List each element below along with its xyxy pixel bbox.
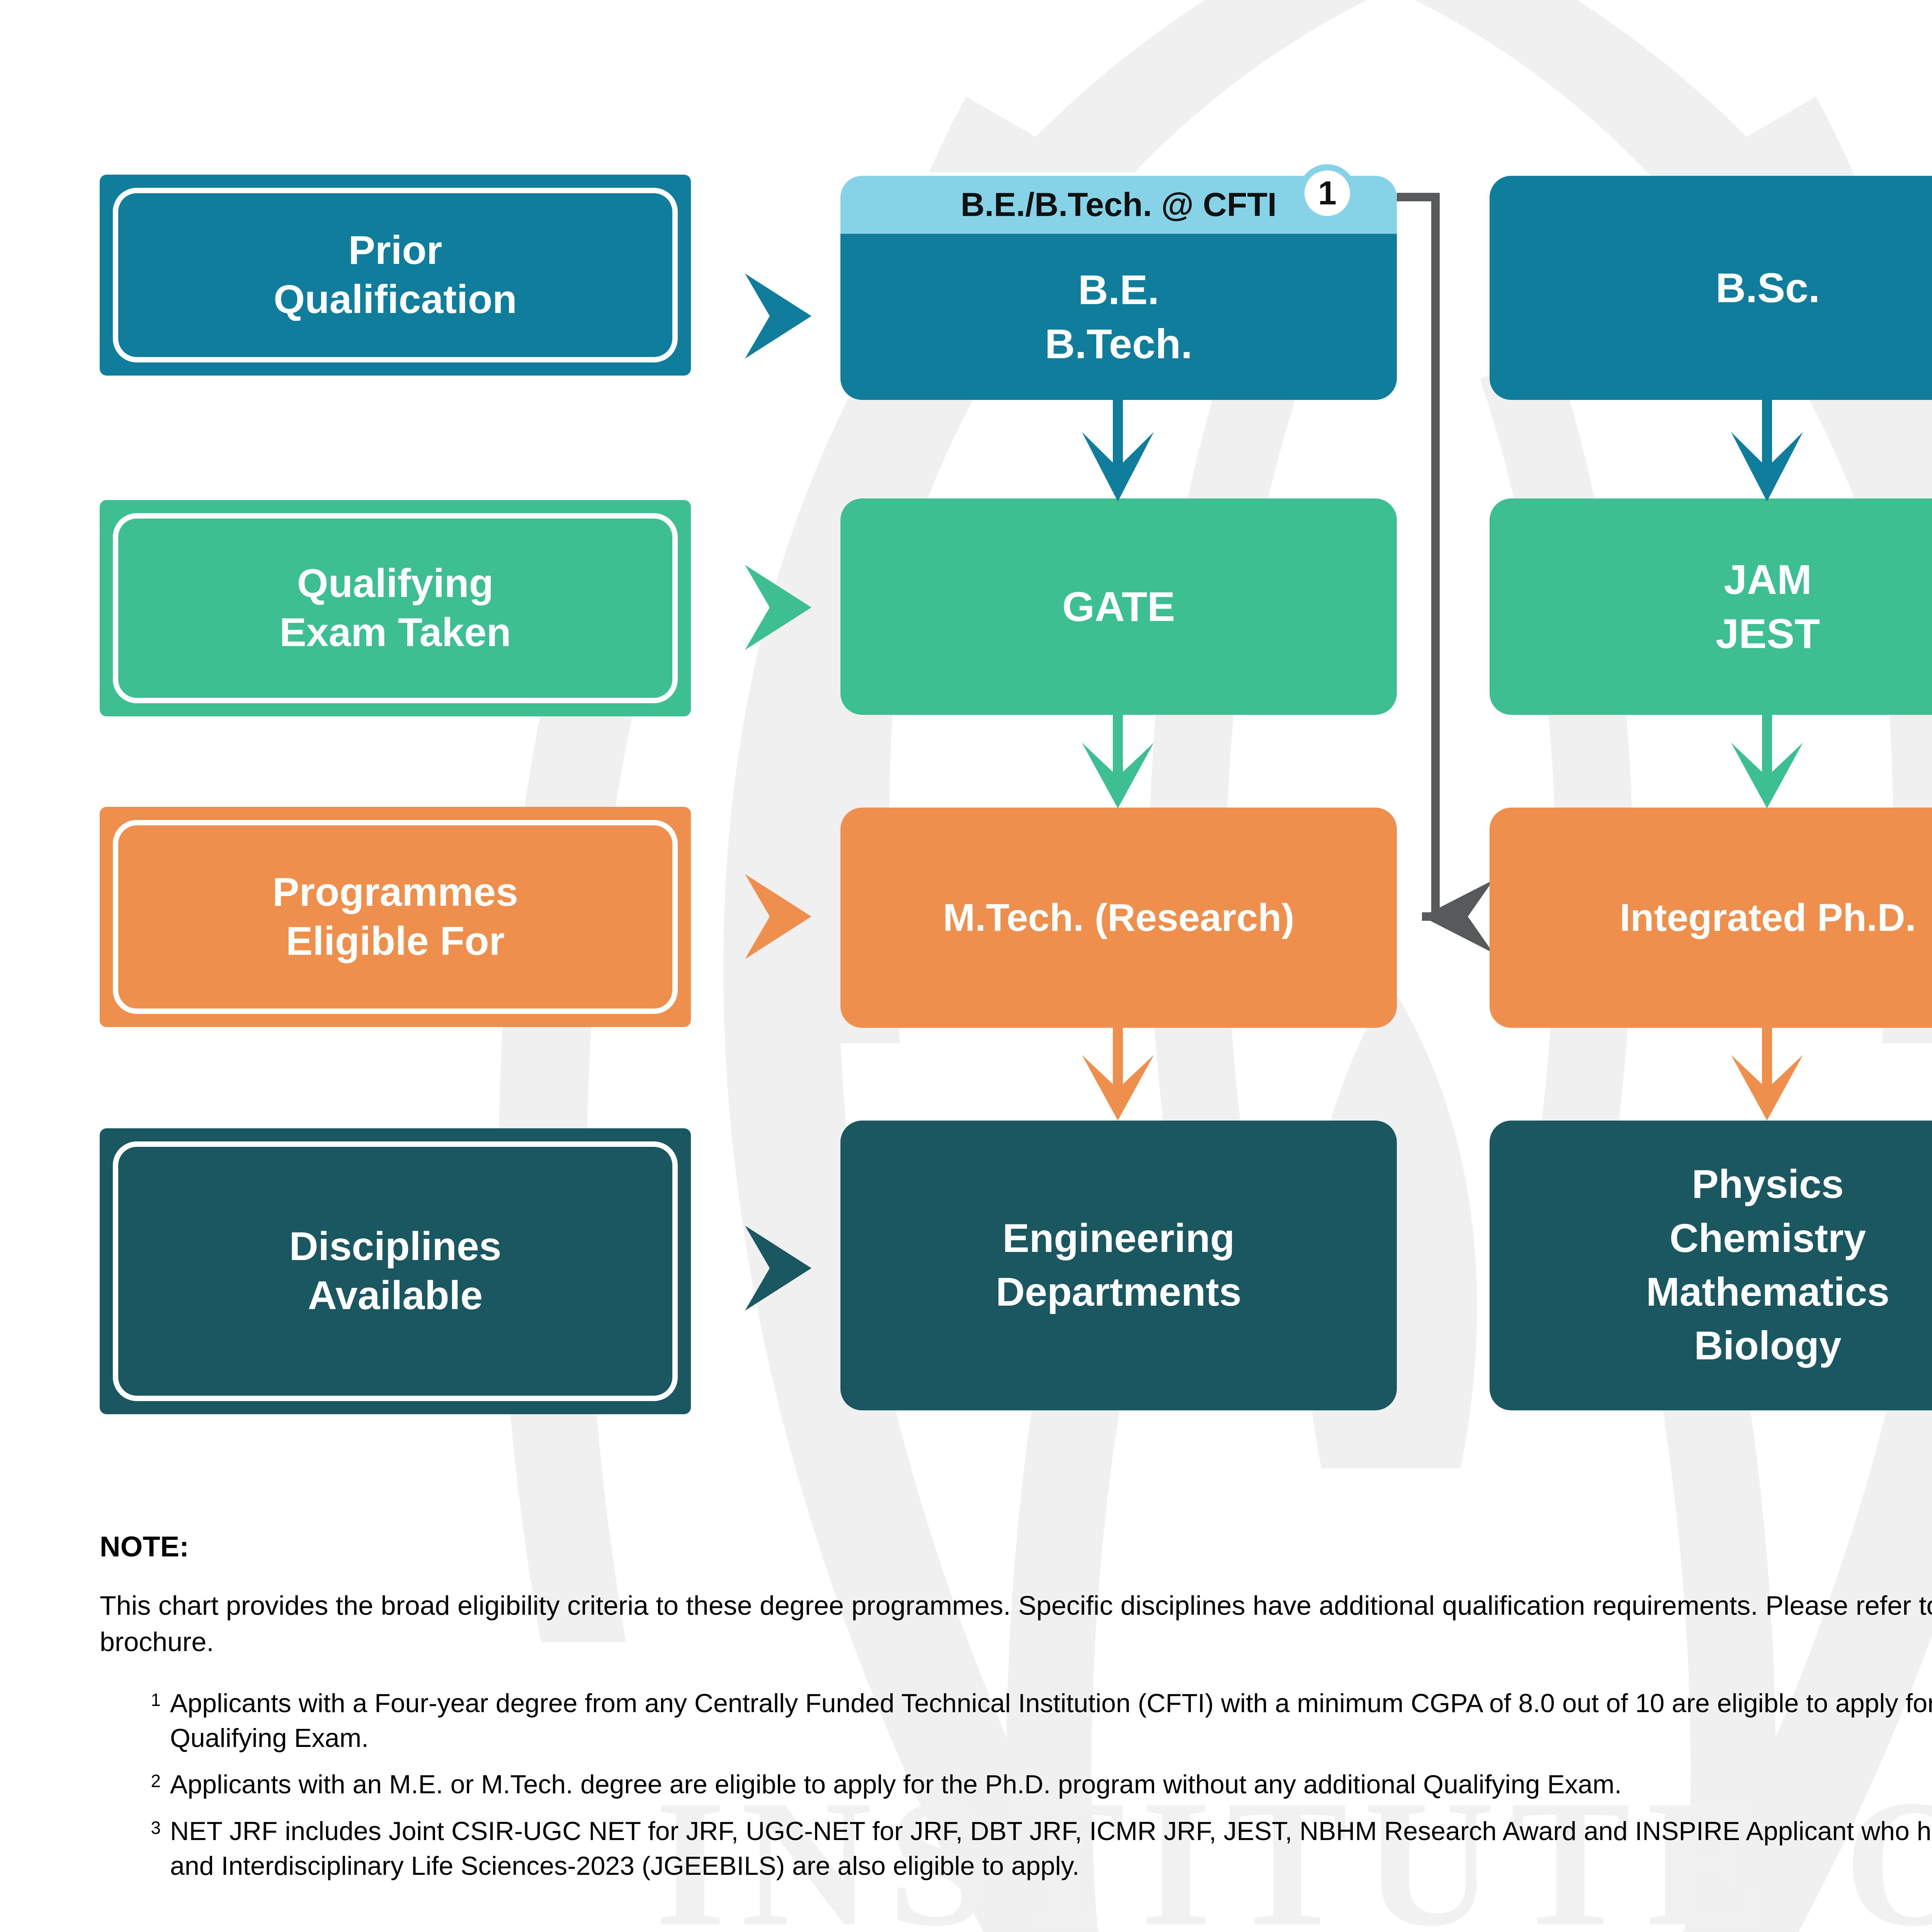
down-arrow-col1-programmes-disciplines <box>1082 1028 1154 1121</box>
chevron-row-exam <box>745 565 811 650</box>
footnote-1-marker: 1 <box>151 1689 161 1710</box>
row-label-programmes-text: Programmes Eligible For <box>272 870 518 964</box>
badge-col1-note1[interactable]: 1 <box>1298 164 1356 222</box>
down-arrow-col2-programmes-disciplines <box>1731 1028 1803 1121</box>
note-section: NOTE: This chart provides the broad elig… <box>100 1530 1932 1884</box>
row-label-disciplines-text: Disciplines Available <box>289 1224 502 1318</box>
footnote-1-text: Applicants with a Four-year degree from … <box>170 1688 1932 1753</box>
down-arrow-col1-exam-programmes <box>1082 714 1154 808</box>
note-body: This chart provides the broad eligibilit… <box>100 1590 1932 1657</box>
footnote-3: 3 NET JRF includes Joint CSIR-UGC NET fo… <box>100 1814 1932 1884</box>
footnote-1: 1 Applicants with a Four-year degree fro… <box>100 1686 1932 1756</box>
row-label-prior: Prior Qualification <box>100 175 691 376</box>
footnote-3-marker: 3 <box>151 1817 161 1838</box>
row-label-prior-text: Prior Qualification <box>274 228 517 322</box>
row-label-exam-text: Qualifying Exam Taken <box>279 561 511 655</box>
footnote-3-text: NET JRF includes Joint CSIR-UGC NET for … <box>170 1816 1932 1881</box>
footnote-2: 2 Applicants with an M.E. or M.Tech. deg… <box>100 1767 1932 1802</box>
down-arrow-col1-prior-exam <box>1082 400 1154 502</box>
footnote-2-marker: 2 <box>151 1771 161 1791</box>
down-arrow-col2-prior-exam <box>1731 400 1803 502</box>
chevron-row-disciplines <box>745 1226 811 1311</box>
note-title: NOTE: <box>100 1531 189 1563</box>
badge-col1-note1-text: 1 <box>1318 174 1337 212</box>
chevron-row-programmes <box>745 874 811 959</box>
chevron-row-prior <box>745 274 811 359</box>
footnote-2-text: Applicants with an M.E. or M.Tech. degre… <box>170 1770 1622 1799</box>
down-arrow-col2-exam-programmes <box>1731 714 1803 808</box>
